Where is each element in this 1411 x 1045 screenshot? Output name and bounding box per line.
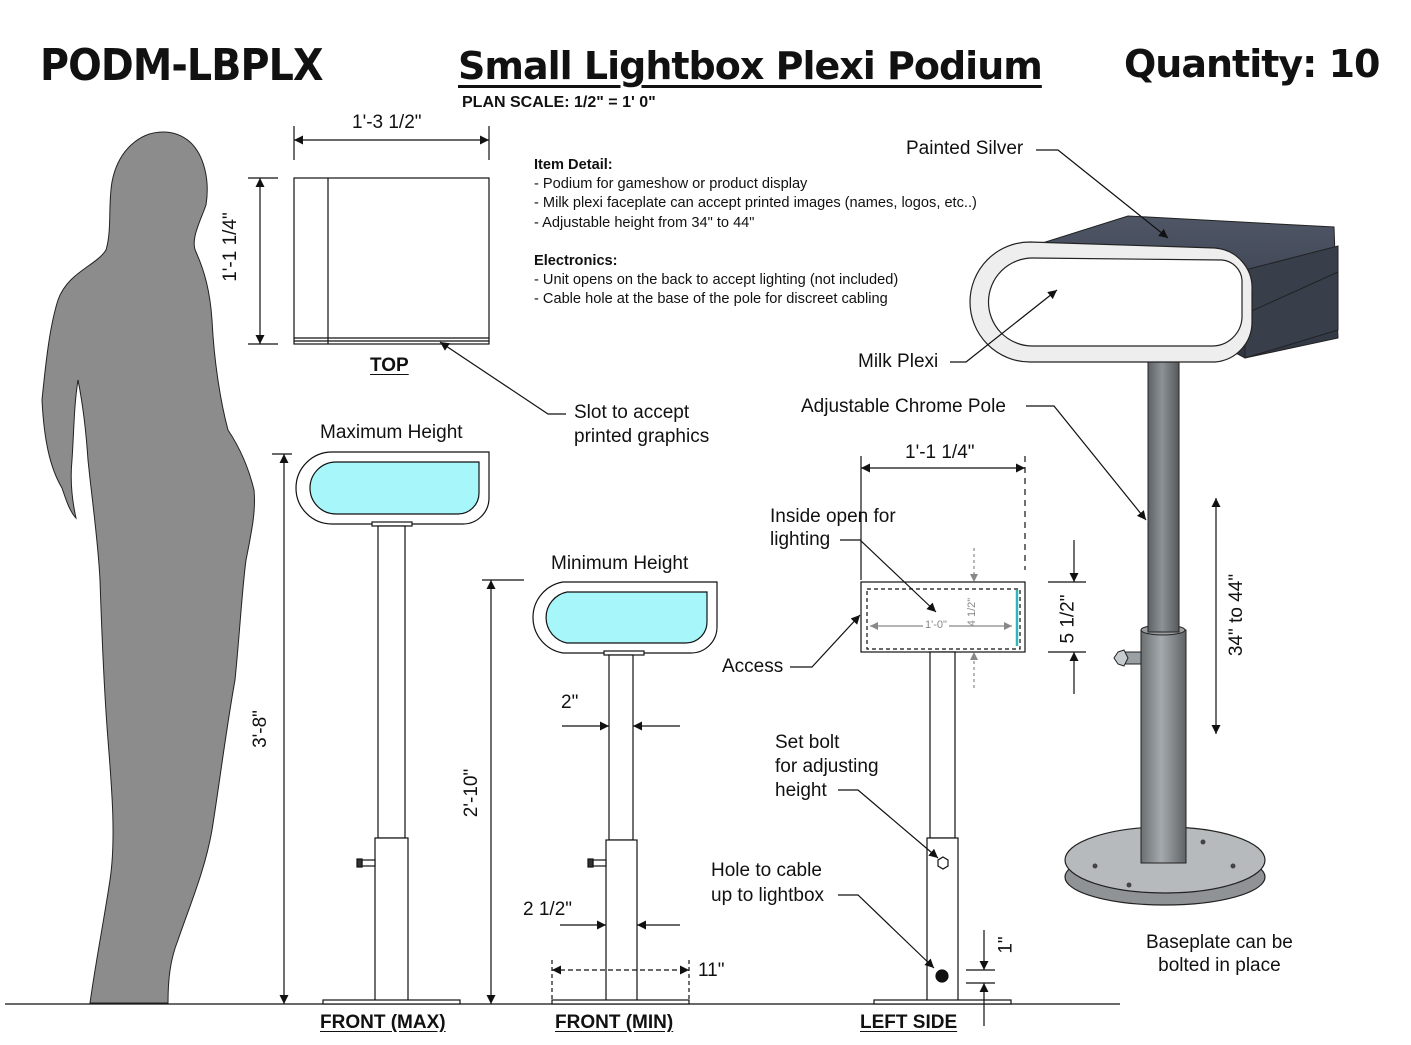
- electronics-line: - Cable hole at the base of the pole for…: [534, 291, 888, 308]
- electronics-line: - Unit opens on the back to accept light…: [534, 272, 899, 289]
- cable-hole-callout: Hole to cable up to lightbox: [711, 860, 825, 906]
- product-code: PODM-LBPLX: [40, 40, 324, 91]
- plan-scale: PLAN SCALE: 1/2" = 1' 0": [462, 94, 656, 111]
- front-min-view: [482, 579, 718, 1005]
- item-detail-line: - Podium for gameshow or product display: [534, 176, 808, 193]
- dim-inner-width: 1'-0": [923, 619, 949, 631]
- max-height-label: Maximum Height: [320, 422, 463, 443]
- min-height-label: Minimum Height: [551, 553, 689, 574]
- item-details: Item Detail: - Podium for gameshow or pr…: [534, 156, 977, 309]
- left-side-view: [790, 456, 1086, 1026]
- view-title-front-min: FRONT (MIN): [555, 1012, 674, 1033]
- dim-side-width: 1'-1 1/4": [905, 442, 975, 463]
- set-bolt-callout: Set bolt for adjusting height: [775, 732, 879, 801]
- dim-inner-height: 4 1/2": [966, 597, 979, 627]
- dim-hole-height: 1": [995, 936, 1017, 954]
- dim-base-width: 11": [698, 960, 725, 981]
- dim-min-height: 2'-10": [461, 768, 483, 818]
- dim-box-height: 5 1/2": [1057, 594, 1079, 644]
- human-silhouette: [41, 131, 255, 1004]
- item-detail-line: - Milk plexi faceplate can accept printe…: [534, 195, 977, 212]
- dim-pole-lower: 2 1/2": [523, 899, 573, 920]
- front-max-view: [272, 451, 490, 1005]
- view-title-left-side: LEFT SIDE: [860, 1012, 958, 1033]
- top-view: [248, 126, 566, 415]
- access-callout: Access: [722, 656, 784, 677]
- item-detail-heading: Item Detail:: [534, 157, 613, 173]
- dim-max-height: 3'-8": [249, 710, 271, 748]
- podium-3d-render: [950, 149, 1339, 906]
- quantity-label: Quantity: 10: [1124, 42, 1380, 86]
- dim-top-depth: 1'-1 1/4": [219, 212, 241, 282]
- view-title-top: TOP: [370, 355, 409, 376]
- electronics-heading: Electronics:: [534, 252, 618, 269]
- dim-top-width: 1'-3 1/2": [352, 112, 422, 133]
- slot-callout: Slot to accept printed graphics: [574, 402, 710, 447]
- item-detail-line: - Adjustable height from 34" to 44": [534, 214, 755, 231]
- page-title: Small Lightbox Plexi Podium: [458, 44, 1043, 88]
- painted-silver-callout: Painted Silver: [906, 138, 1024, 159]
- chrome-pole-callout: Adjustable Chrome Pole: [801, 396, 1006, 417]
- inside-open-callout: Inside open for lighting: [770, 506, 896, 550]
- baseplate-callout: Baseplate can be bolted in place: [1146, 932, 1293, 976]
- view-title-front-max: FRONT (MAX): [320, 1012, 446, 1033]
- milk-plexi-callout: Milk Plexi: [858, 351, 939, 372]
- dim-adjust-range: 34" to 44": [1226, 573, 1248, 657]
- dim-pole-upper: 2": [561, 692, 579, 713]
